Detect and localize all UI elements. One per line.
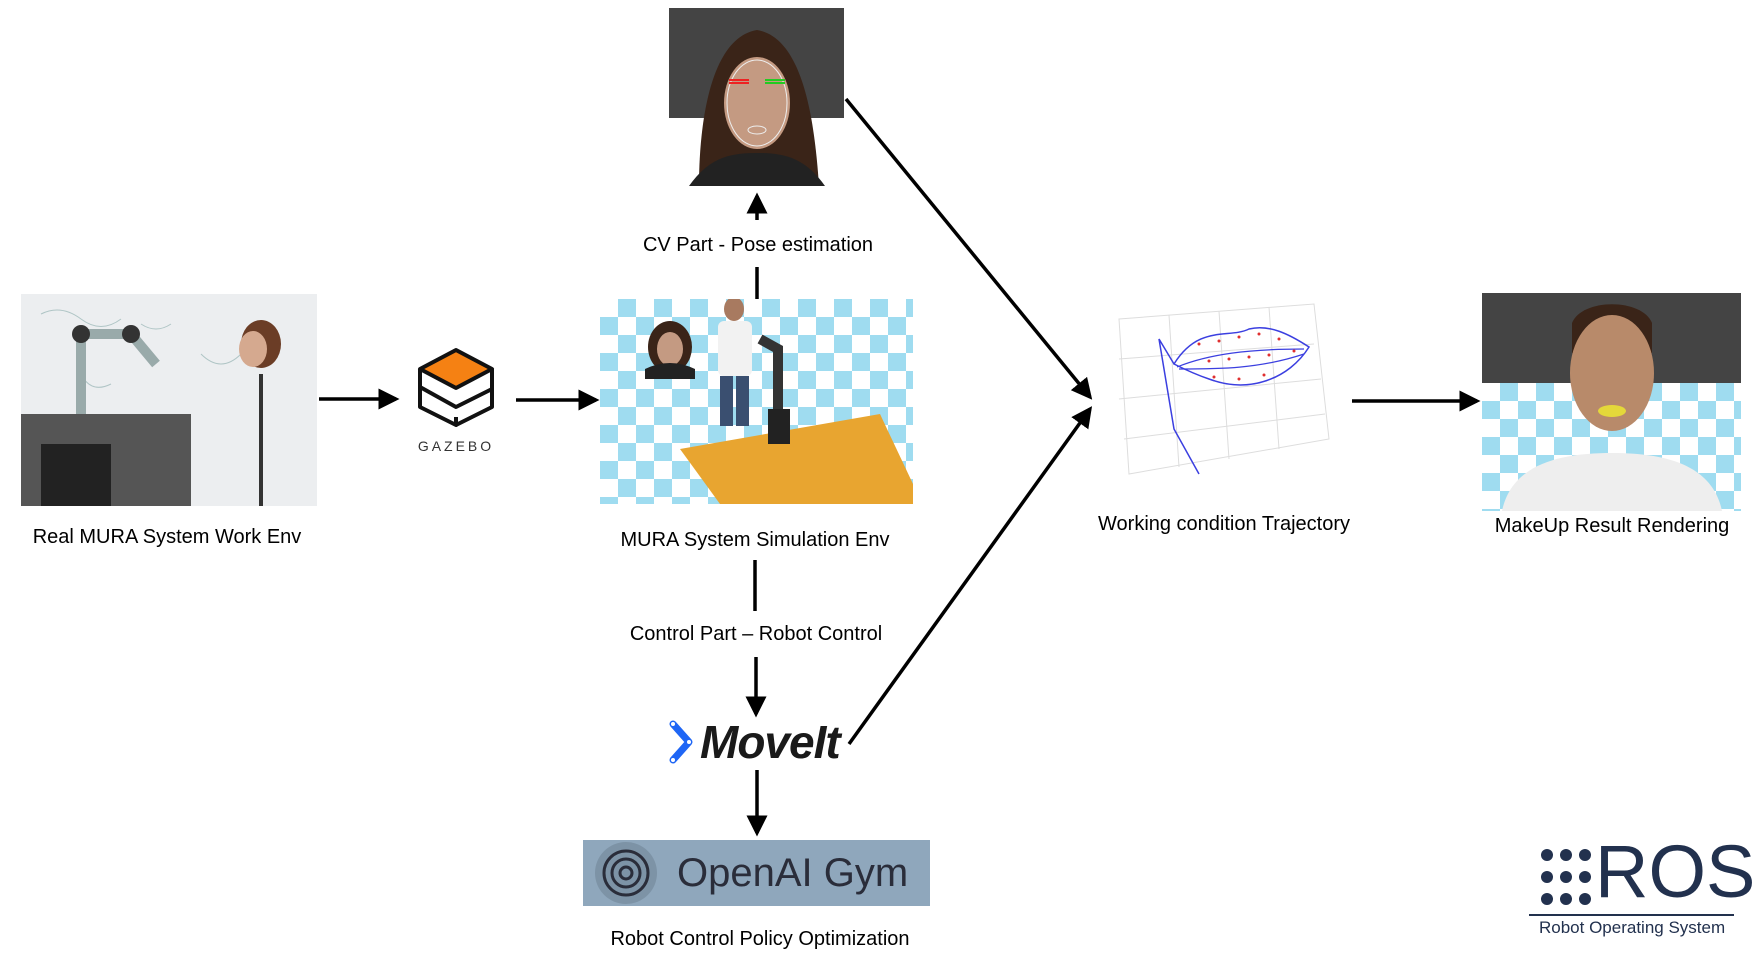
gazebo-wordmark: GAZEBO [417, 438, 495, 454]
moveit-wordmark: MoveIt [700, 716, 841, 768]
arrow-moveit-to-trajectory [847, 406, 1093, 746]
makeup-label: MakeUp Result Rendering [1494, 515, 1730, 537]
ros-subtitle: Robot Operating System [1539, 918, 1726, 937]
cv-part-label: CV Part - Pose estimation [642, 234, 874, 256]
face-pose-estimation-image [669, 8, 844, 186]
real-env-label: Real MURA System Work Env [32, 526, 302, 548]
trajectory-label: Working condition Trajectory [1098, 513, 1350, 535]
real-env-photo [21, 294, 317, 506]
sim-env-label: MURA System Simulation Env [620, 529, 890, 551]
makeup-rendering-image [1482, 293, 1741, 511]
moveit-chevron-icon [669, 720, 693, 764]
openai-gym-icon [595, 842, 657, 904]
control-part-label: Control Part – Robot Control [629, 623, 883, 645]
simulation-env-image [600, 299, 913, 504]
moveit-logo: MoveIt [668, 716, 848, 768]
trajectory-plot [1099, 299, 1341, 502]
openai-gym-logo: OpenAI Gym [583, 840, 930, 906]
ros-divider [1529, 914, 1734, 916]
arrow-face-to-trajectory [844, 97, 1093, 400]
ros-wordmark: ROS [1595, 830, 1756, 913]
policy-opt-label: Robot Control Policy Optimization [610, 928, 910, 950]
gazebo-logo: GAZEBO [415, 347, 497, 454]
gazebo-icon [418, 348, 494, 427]
ros-logo: ROS Robot Operating System [1529, 830, 1755, 943]
ros-dots-icon [1541, 849, 1591, 905]
openai-gym-wordmark: OpenAI Gym [677, 850, 909, 895]
